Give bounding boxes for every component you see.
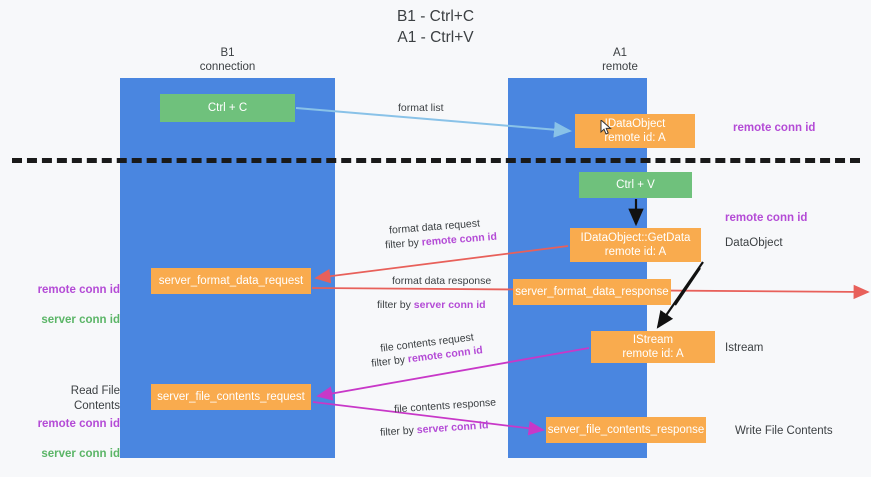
side-label-remote-conn-id-mid: remote conn id	[725, 212, 808, 224]
node-server-format-data-response[interactable]: server_format_data_response	[513, 279, 671, 305]
node-server-format-data-request[interactable]: server_format_data_request	[151, 268, 311, 294]
side-label-left-conn-ids-1: remote conn id server conn id	[20, 268, 120, 343]
left-remote-conn-id-1: remote conn id	[37, 284, 120, 296]
lane-header-a1: A1 remote	[602, 47, 638, 73]
node-ctrl-c[interactable]: Ctrl + C	[160, 94, 295, 122]
side-label-dataobject: DataObject	[725, 237, 783, 249]
server-conn-id-text-1: server conn id	[413, 299, 486, 311]
diagram-title: B1 - Ctrl+C A1 - Ctrl+V	[396, 8, 475, 46]
node-idataobject[interactable]: IDataObject remote id: A	[575, 114, 695, 148]
node-server-file-contents-response[interactable]: server_file_contents_response	[546, 417, 706, 443]
left-server-conn-id-2: server conn id	[41, 448, 120, 460]
phase-separator-divider	[12, 158, 860, 163]
edge-label-format-data-response: format data response	[392, 275, 492, 287]
filter-by-text-3: filter by	[370, 353, 409, 370]
filter-by-text-1: filter by	[384, 236, 423, 252]
lane-header-b1: B1 connection	[199, 47, 256, 73]
side-label-istream: Istream	[725, 342, 764, 354]
edge-label-file-contents-response: file contents response	[393, 396, 497, 416]
edge-label-filter-server-conn-id-1: filter by server conn id	[377, 298, 486, 312]
diagram-canvas: B1 - Ctrl+C A1 - Ctrl+V B1 connection A1…	[12, 8, 870, 460]
side-label-read-file-contents: Read File Contents	[70, 385, 120, 412]
left-server-conn-id-1: server conn id	[41, 314, 120, 326]
edge-label-format-list: format list	[398, 102, 444, 114]
edge-label-filter-server-conn-id-2: filter by server conn id	[380, 418, 489, 440]
left-remote-conn-id-2: remote conn id	[37, 418, 120, 430]
filter-by-text-4: filter by	[379, 424, 418, 439]
node-istream[interactable]: IStream remote id: A	[591, 331, 715, 363]
server-conn-id-text-2: server conn id	[416, 419, 489, 437]
node-ctrl-v[interactable]: Ctrl + V	[579, 172, 692, 198]
mouse-cursor-icon	[600, 120, 612, 135]
side-label-remote-conn-id-top: remote conn id	[733, 122, 816, 134]
side-label-write-file-contents: Write File Contents	[735, 425, 833, 437]
node-server-file-contents-request[interactable]: server_file_contents_request	[151, 384, 311, 410]
node-idataobject-getdata[interactable]: IDataObject::GetData remote id: A	[570, 228, 701, 262]
side-label-left-conn-ids-2: remote conn id server conn id	[20, 402, 120, 477]
filter-by-text-2: filter by	[377, 299, 414, 311]
arrow-response-to-getdata	[674, 267, 701, 306]
